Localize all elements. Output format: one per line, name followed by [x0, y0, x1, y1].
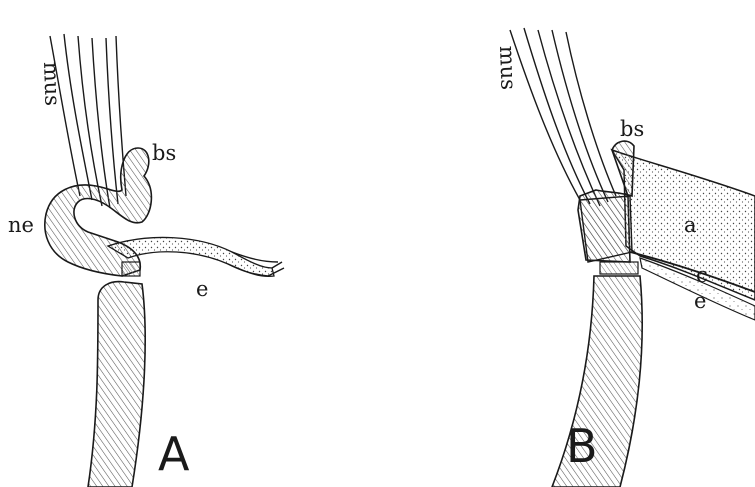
panel-b-joint-plate	[600, 262, 638, 274]
panel-a-label-ne: ne	[8, 213, 34, 237]
panel-b-label-e: e	[694, 289, 706, 313]
panel-b-letter: B	[566, 419, 598, 473]
panel-b-label-bs: bs	[620, 117, 644, 141]
panel-a-label-e: e	[196, 277, 208, 301]
panel-b-label-a: a	[684, 213, 697, 237]
panel-a-lower-segment	[88, 282, 145, 487]
panel-a: mus bs ne e A	[8, 34, 284, 487]
panel-a-joint-mass	[45, 148, 152, 276]
panel-a-label-mus: mus	[39, 61, 65, 106]
panel-a-joint-plate	[122, 262, 140, 276]
panel-a-letter: A	[158, 427, 190, 481]
panel-b: mus bs a c e B	[495, 28, 755, 487]
panel-a-muscle-fibres	[50, 34, 126, 208]
panel-b-muscle-fibres	[510, 28, 616, 206]
panel-b-label-mus: mus	[495, 45, 521, 90]
panel-a-label-bs: bs	[152, 141, 176, 165]
panel-b-label-c: c	[696, 263, 708, 287]
